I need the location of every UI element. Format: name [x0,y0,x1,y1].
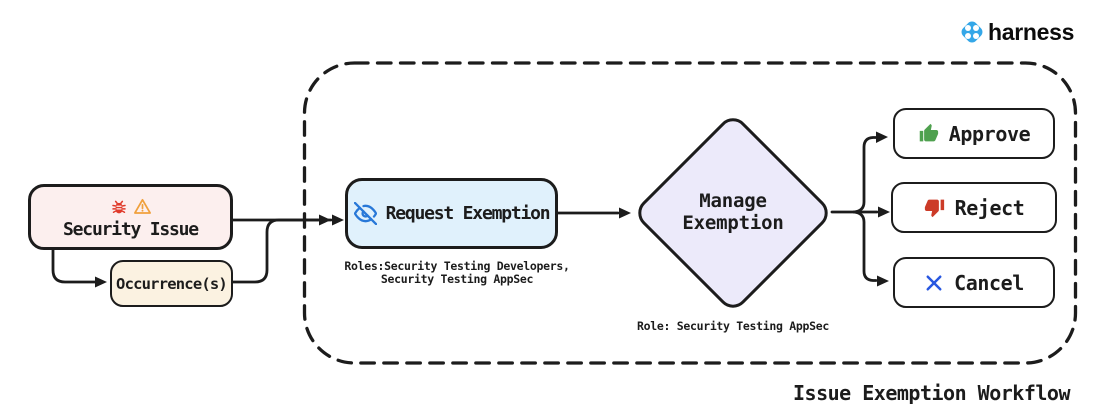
thumbs-up-icon [919,123,938,142]
manage-exemption-diamond [638,118,828,308]
node-security-issue: Security Issue [28,184,233,250]
node-request-exemption: Request Exemption [345,178,558,249]
request-exemption-roles: Roles:Security Testing Developers, Secur… [331,260,583,286]
diagram-title: Issue Exemption Workflow [793,381,1070,405]
x-icon [926,275,942,290]
brand-name: harness [988,18,1075,45]
node-reject: Reject [891,182,1057,233]
node-cancel: Cancel [893,257,1055,308]
arrows [51,136,879,284]
eye-off-icon [353,202,377,225]
security-issue-icons [110,197,152,217]
manage-exemption-role: Role: Security Testing AppSec [636,319,830,333]
occurrences-label: Occurrence(s) [116,274,228,293]
approve-label: Approve [948,121,1031,146]
request-exemption-label: Request Exemption [385,203,551,224]
manage-exemption-line2: Exemption [682,212,784,234]
request-roles-line2: Security Testing AppSec [380,272,534,286]
arrow-manage-to-approve [852,136,878,214]
cancel-label: Cancel [954,270,1024,295]
arrow-issue-to-occurrence [51,247,97,284]
harness-logo-icon [961,21,983,43]
reject-label: Reject [954,195,1025,220]
workflow-boundary [302,61,1078,365]
security-issue-label: Security Issue [63,218,199,240]
request-roles-line1: Roles:Security Testing Developers, [344,259,570,273]
harness-logo: harness [958,18,1074,46]
bug-icon [111,200,126,213]
arrow-occurrence-to-request [230,218,320,284]
thumbs-down-icon [924,199,944,218]
node-approve: Approve [893,108,1055,159]
arrowheads [95,131,890,288]
warning-icon [133,198,151,214]
arrow-manage-to-cancel [852,210,878,282]
node-occurrences: Occurrence(s) [110,260,233,307]
manage-exemption-line1: Manage [699,190,767,212]
node-manage-exemption-label: Manage Exemption [663,190,803,234]
